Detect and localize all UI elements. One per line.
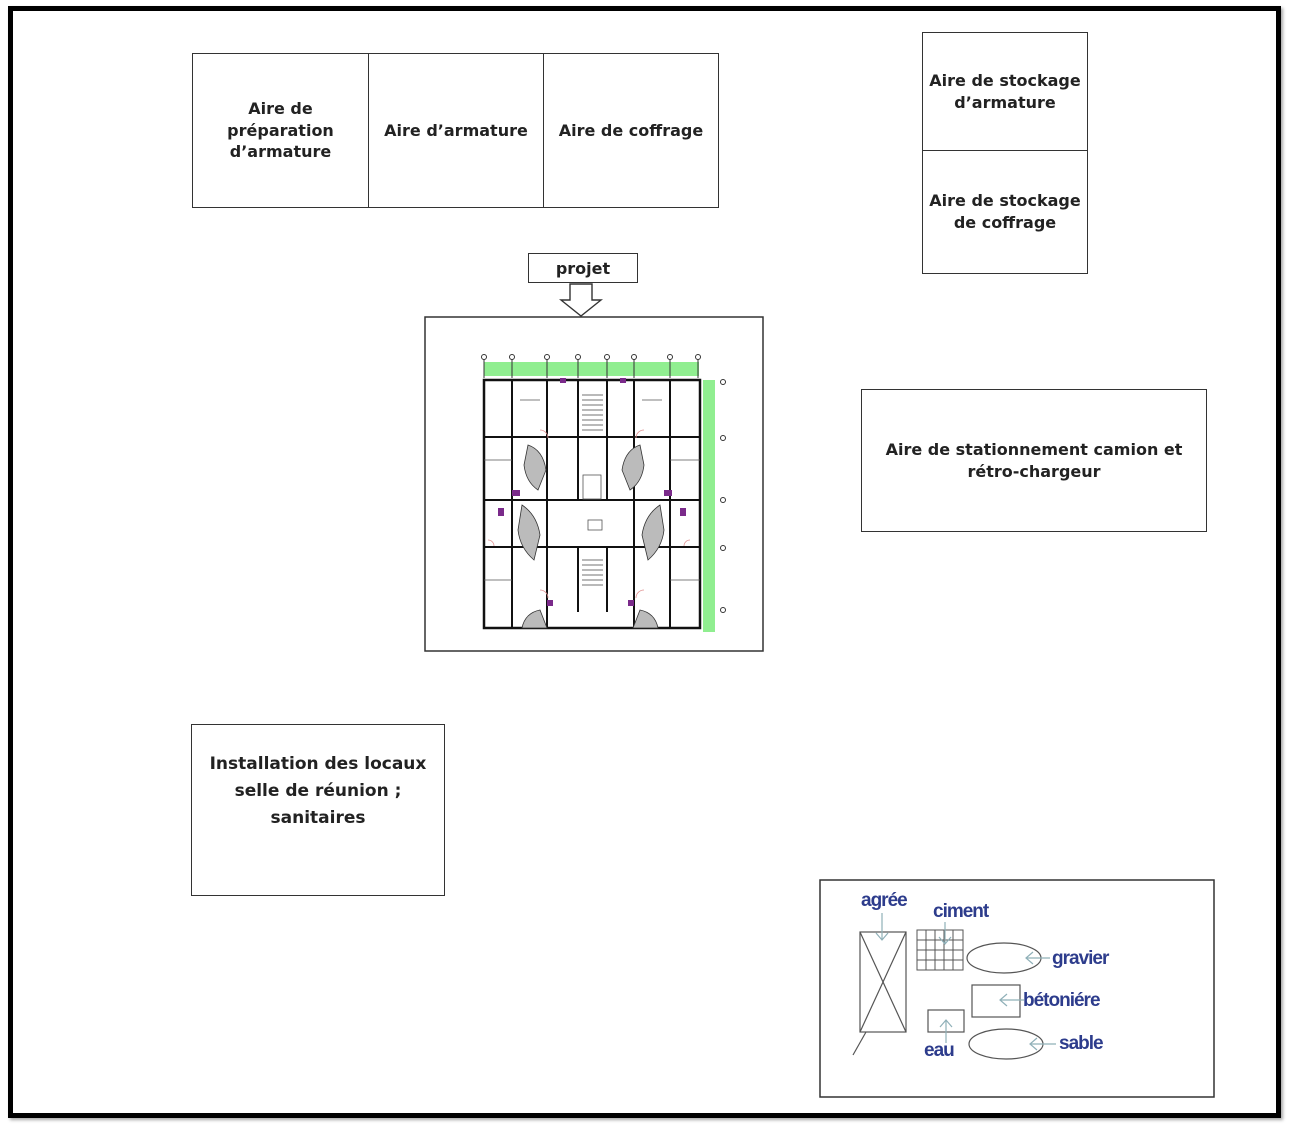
eau-label: eau bbox=[924, 1040, 955, 1061]
betoniere-icon bbox=[971, 984, 1021, 1018]
zone-stationnement-label: Aire de stationnement camion et rétro-ch… bbox=[885, 439, 1183, 481]
page-frame bbox=[8, 6, 1281, 1118]
ciment-label: ciment bbox=[933, 901, 989, 922]
zone-stockage-armature: Aire de stockage d’armature bbox=[922, 32, 1088, 152]
zone-stationnement: Aire de stationnement camion et rétro-ch… bbox=[861, 389, 1207, 532]
zone-stockage-armature-label: Aire de stockage d’armature bbox=[929, 71, 1081, 112]
agree-label: agrée bbox=[861, 890, 908, 911]
projet-label: projet bbox=[555, 258, 611, 278]
zone-armature: Aire d’armature bbox=[368, 53, 544, 208]
gravier-arrow-icon bbox=[1025, 951, 1050, 965]
projet-label-box: projet bbox=[528, 253, 638, 283]
ciment-arrow-icon bbox=[938, 922, 952, 945]
zone-preparation-armature-label: Aire de préparation d’armature bbox=[227, 99, 334, 162]
agree-bin-icon bbox=[852, 931, 907, 1056]
zone-locaux-label: Installation des locaux selle de réunion… bbox=[209, 754, 427, 829]
betoniere-label: bétoniére bbox=[1023, 990, 1101, 1011]
zone-locaux: Installation des locaux selle de réunion… bbox=[191, 724, 445, 896]
ciment-silo-icon bbox=[916, 929, 964, 971]
agree-arrow-icon bbox=[875, 913, 889, 941]
zone-coffrage-label: Aire de coffrage bbox=[558, 120, 704, 140]
zone-stockage-coffrage: Aire de stockage de coffrage bbox=[922, 150, 1088, 274]
sable-label: sable bbox=[1059, 1033, 1104, 1054]
betoniere-arrow-icon bbox=[999, 993, 1024, 1007]
zone-coffrage: Aire de coffrage bbox=[543, 53, 719, 208]
zone-stockage-coffrage-label: Aire de stockage de coffrage bbox=[929, 191, 1081, 232]
down-arrow-icon bbox=[559, 283, 603, 317]
gravier-label: gravier bbox=[1052, 948, 1109, 969]
concrete-plant-frame bbox=[819, 879, 1215, 1098]
eau-arrow-icon bbox=[939, 1019, 953, 1043]
sable-arrow-icon bbox=[1029, 1037, 1056, 1051]
zone-preparation-armature: Aire de préparation d’armature bbox=[192, 53, 369, 208]
building-plan-drawing bbox=[481, 354, 726, 632]
zone-armature-label: Aire d’armature bbox=[384, 120, 528, 140]
